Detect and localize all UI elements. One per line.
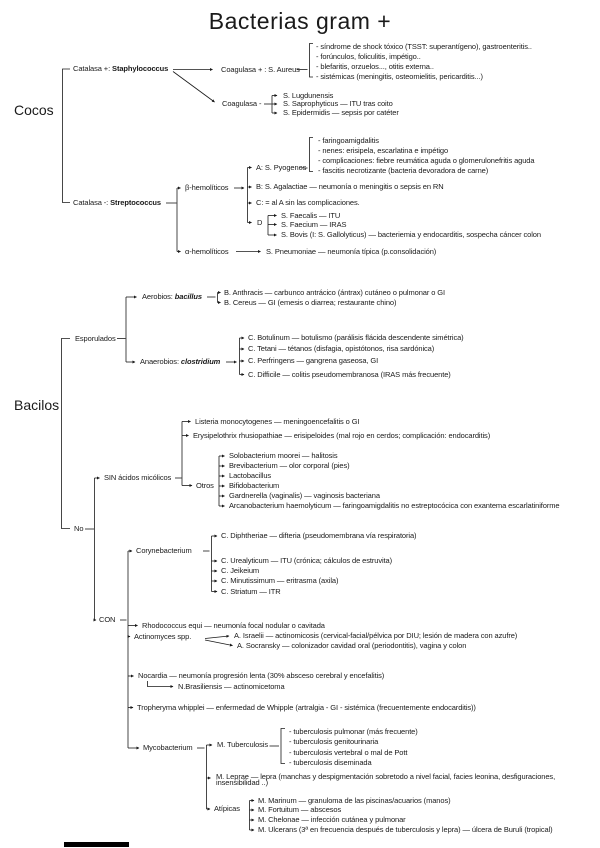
otros-species-item: Brevibacterium — olor corporal (pies) [229,461,350,470]
pyogenes-disease-item: - nenes: erisipela, escarlatina e impéti… [318,145,449,155]
node-alfa-hemoliticos: α-hemolíticos [185,246,229,256]
species-name: Staphylococcus [112,64,169,73]
aureus-disease-item: - forúnculos, foliculitis, impétigo.. [316,51,421,61]
node-catalasa-positiva: Catalasa +: Staphylococcus [73,65,168,73]
node-label: Aerobios: [142,291,175,301]
node-tuberculosis: M. Tuberculosis [217,740,269,749]
tuberculosis-disease-item: - tuberculosis pulmonar (más frecuente) [289,727,418,736]
section-bacilos-label: Bacilos [14,397,60,413]
diagram-title: Bacterias gram + [208,8,392,34]
node-otros: Otros [196,480,214,490]
pyogenes-disease-item: - faringoamigdalitis [318,135,379,145]
node-label: Catalasa -: [73,198,111,207]
bacillus-species-item: B. Cereus — GI (emesis o diarrea; restau… [224,297,397,307]
genus-name: bacillus [174,291,202,301]
otros-species-item: Arcanobacterium haemolyticum — faringoam… [229,501,560,510]
atipicas-species-item: M. Fortuitum — abscesos [258,805,342,814]
node-label: Catalasa +: [73,64,113,73]
node-grupo-d: D [257,217,263,227]
otros-species-item: Gardnerella (vaginalis) — vaginosis bact… [229,491,380,500]
node-beta-hemoliticos: β-hemolíticos [185,183,229,192]
pyogenes-disease-item: - complicaciones: fiebre reumática aguda… [318,156,535,165]
node-grupo-c: C: = al A sin las complicaciones. [256,198,360,207]
coag-neg-species-item: S. Saprophyticus — ITU tras coito [283,99,393,108]
node-sin-acidos-micolicos: SIN ácidos micólicos [104,473,172,482]
node-label: Anaerobios: [140,357,181,366]
corynebacterium-species-item: C. Jeikeium [221,566,260,575]
node-actinomyces: Actinomyces spp. [134,631,192,641]
node-coagulasa-positiva-aureus: Coagulasa + : S. Aureus [221,64,300,74]
clostridium-species-item: C. Botulinum — botulismo (parálisis flác… [248,333,464,342]
otros-species-item: Bifidobacterium [229,481,280,490]
corynebacterium-species-item: C. Striatum — ITR [221,586,281,596]
node-no-esporulados: No [74,524,84,533]
node-tropheryma: Tropheryma whipplei — enfermedad de Whip… [137,702,476,712]
otros-species-item: Lactobacillus [229,471,272,480]
actinomyces-species-item: A. Socransky — colonizador cavidad oral … [237,641,467,650]
node-catalasa-negativa: Catalasa -: Streptococcus [73,199,161,207]
node-leprae: M. Leprae — lepra (manchas y despigmenta… [216,771,556,788]
atipicas-species-item: M. Chelonae — infección cutánea y pulmon… [258,815,406,824]
clostridium-species-item: C. Perfringens — gangrena gaseosa, GI [248,356,379,365]
node-anaerobios-clostridium: Anaerobios: clostridium [140,358,220,366]
node-nocardia: Nocardia — neumonía progresión lenta (30… [138,671,385,680]
coag-neg-species-item: S. Lugdunensis [283,90,334,100]
grupo-d-species-item: S. Faecium — IRAS [281,219,347,229]
bottom-edge-mark [64,842,129,847]
node-aerobios-bacillus: Aerobios: bacillus [142,291,202,301]
tuberculosis-disease-item: - tuberculosis vertebral o mal de Pott [289,748,408,757]
aureus-disease-item: - blefaritis, orzuelos..., otitis extern… [316,61,434,71]
actinomyces-species-item: A. Israelii — actinomicosis (cervical-fa… [234,631,518,640]
atipicas-species-item: M. Marinum — granuloma de las piscinas/a… [258,795,451,805]
tuberculosis-disease-item: - tuberculosis genitourinaria [289,737,379,746]
clostridium-species-item: C. Difficile — colitis pseudomembranosa … [248,369,451,379]
corynebacterium-species-item: C. Diphtheriae — difteria (pseudomembran… [221,531,417,540]
corynebacterium-species-item: C. Urealyticum — ITU (crónica; cálculos … [221,556,392,565]
node-coagulasa-negativa: Coagulasa - [222,99,262,108]
node-agalactiae: B: S. Agalactiae — neumonía o meningitis… [256,182,444,191]
node-pneumoniae: S. Pneumoniae — neumonía típica (p.conso… [266,247,437,256]
grupo-d-species-item: S. Faecalis — ITU [281,210,341,220]
section-cocos-label: Cocos [14,102,54,118]
tuberculosis-disease-item: - tuberculosis diseminada [289,758,372,767]
node-con-acidos-micolicos: CON [99,615,116,624]
otros-species-item: Solobacterium moorei — halitosis [229,451,338,460]
node-corynebacterium: Corynebacterium [136,546,192,555]
node-mycobacterium: Mycobacterium [143,743,193,752]
node-rhodococcus: Rhodococcus equi — neumonía focal nodula… [142,620,325,630]
node-listeria: Listeria monocytogenes — meningoencefali… [195,416,360,426]
genus-name: clostridium [180,357,221,366]
aureus-disease-item: - síndrome de shock tóxico (TSST: supera… [316,42,532,51]
node-esporulados: Esporulados [75,334,116,343]
node-pyogenes: A: S. Pyogenes [256,162,307,172]
aureus-disease-item: - sistémicas (meningitis, osteomielitis,… [316,71,483,81]
pyogenes-disease-item: - fascitis necrotizante (bacteria devora… [318,166,489,175]
grupo-d-species-item: S. Bovis (I: S. Gallolyticus) — bacterie… [281,230,541,239]
species-name: Streptococcus [110,198,161,207]
node-erysipelothrix: Erysipelothrix rhusiopathiae — erisipelo… [193,430,491,440]
atipicas-species-item: M. Ulcerans (3ª en frecuencia después de… [258,825,553,834]
bacillus-species-item: B. Anthracis — carbunco antrácico (ántra… [224,287,446,297]
node-atipicas: Atípicas [214,804,240,813]
corynebacterium-species-item: C. Minutissimum — eritrasma (axila) [221,576,339,585]
clostridium-species-item: C. Tetani — tétanos (disfagia, opistóton… [248,344,435,353]
coag-neg-species-item: S. Epidermidis — sepsis por catéter [283,108,399,117]
node-brasiliensis: N.Brasiliensis — actinomicetoma [178,681,285,691]
